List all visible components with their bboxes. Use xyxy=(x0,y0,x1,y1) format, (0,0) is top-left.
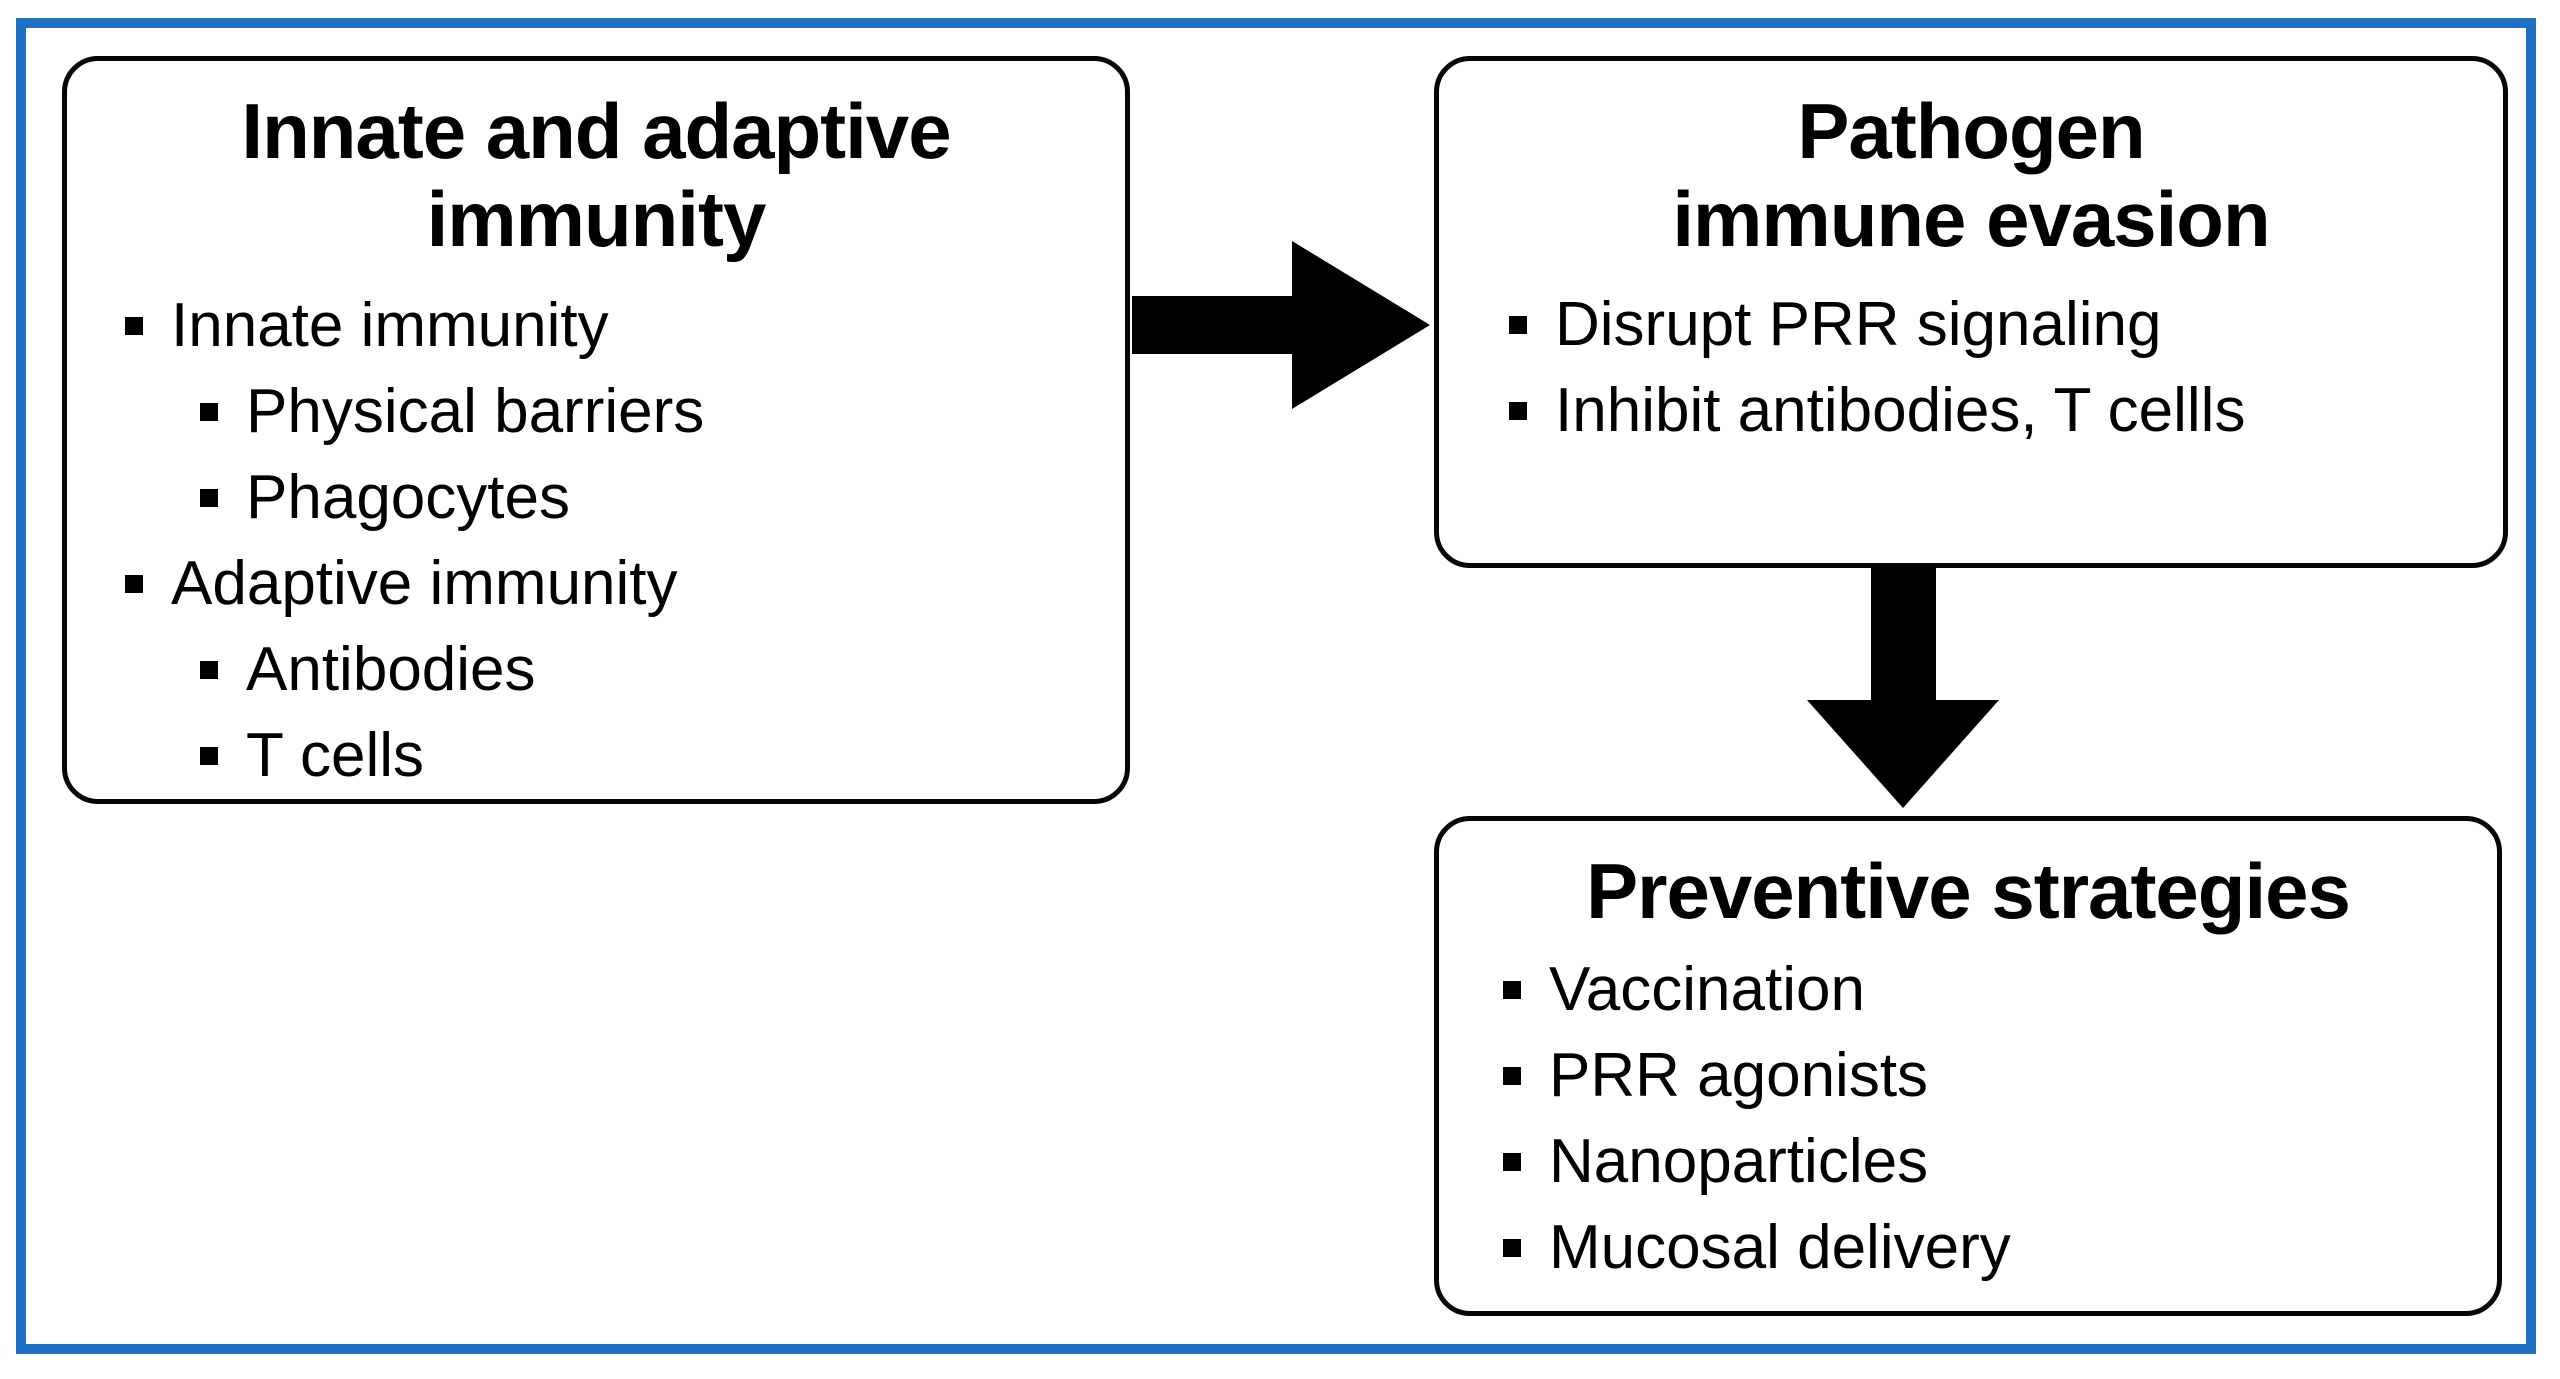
list-item-label: Physical barriers xyxy=(246,377,705,446)
box-pathogen-title-line2: immune evasion xyxy=(1672,175,2270,263)
list-item-label: Inhibit antibodies, T cellls xyxy=(1555,376,2246,445)
list-item: Phagocytes xyxy=(125,455,1125,541)
list-item-label: PRR agonists xyxy=(1549,1041,1929,1110)
list-item-label: Antibodies xyxy=(246,635,536,704)
list-item-label: Mucosal delivery xyxy=(1549,1213,2011,1282)
list-item: Physical barriers xyxy=(125,369,1125,455)
flow-arrow-right-shaft xyxy=(1132,296,1294,354)
bullet-square-icon xyxy=(200,489,218,507)
list-item-label: Innate immunity xyxy=(171,291,609,360)
flow-arrow-right-icon xyxy=(1292,241,1430,409)
box-innate-title-line1: Innate and adaptive xyxy=(241,87,951,175)
bullet-square-icon xyxy=(200,661,218,679)
box-innate-title: Innate and adaptive immunity xyxy=(67,87,1125,263)
box-pathogen-list: Disrupt PRR signaling Inhibit antibodies… xyxy=(1439,282,2503,454)
list-item-label: Phagocytes xyxy=(246,463,570,532)
list-item: Disrupt PRR signaling xyxy=(1509,282,2503,368)
list-item: Innate immunity xyxy=(125,283,1125,369)
bullet-square-icon xyxy=(1503,981,1521,999)
box-pathogen-title-line1: Pathogen xyxy=(1797,87,2145,175)
bullet-square-icon xyxy=(125,575,143,593)
list-item: Antibodies xyxy=(125,627,1125,713)
bullet-square-icon xyxy=(200,403,218,421)
box-innate-list: Innate immunity Physical barriers Phagoc… xyxy=(67,283,1125,799)
bullet-square-icon xyxy=(1503,1153,1521,1171)
bullet-square-icon xyxy=(1503,1239,1521,1257)
list-item-label: Nanoparticles xyxy=(1549,1127,1929,1196)
bullet-square-icon xyxy=(125,317,143,335)
box-pathogen-immune-evasion: Pathogen immune evasion Disrupt PRR sign… xyxy=(1434,56,2508,568)
list-item: Nanoparticles xyxy=(1503,1119,2497,1205)
list-item: PRR agonists xyxy=(1503,1033,2497,1119)
list-item-label: Disrupt PRR signaling xyxy=(1555,290,2162,359)
flow-arrow-down-shaft xyxy=(1871,566,1936,702)
box-innate-title-line2: immunity xyxy=(426,175,767,263)
bullet-square-icon xyxy=(1509,402,1527,420)
bullet-square-icon xyxy=(200,747,218,765)
list-item-label: Adaptive immunity xyxy=(171,549,678,618)
bullet-square-icon xyxy=(1509,316,1527,334)
bullet-square-icon xyxy=(1503,1067,1521,1085)
list-item: Vaccination xyxy=(1503,947,2497,1033)
box-preventive-title: Preventive strategies xyxy=(1439,847,2497,935)
box-preventive-title-line1: Preventive strategies xyxy=(1586,847,2351,935)
list-item-label: Vaccination xyxy=(1549,955,1865,1024)
list-item: T cells xyxy=(125,713,1125,799)
box-preventive-list: Vaccination PRR agonists Nanoparticles M… xyxy=(1439,947,2497,1291)
list-item: Mucosal delivery xyxy=(1503,1205,2497,1291)
list-item-label: T cells xyxy=(246,721,425,790)
list-item: Inhibit antibodies, T cellls xyxy=(1509,368,2503,454)
list-item: Adaptive immunity xyxy=(125,541,1125,627)
flow-arrow-down-icon xyxy=(1807,700,1999,808)
box-innate-adaptive-immunity: Innate and adaptive immunity Innate immu… xyxy=(62,56,1130,804)
box-pathogen-title: Pathogen immune evasion xyxy=(1439,87,2503,263)
box-preventive-strategies: Preventive strategies Vaccination PRR ag… xyxy=(1434,816,2502,1316)
